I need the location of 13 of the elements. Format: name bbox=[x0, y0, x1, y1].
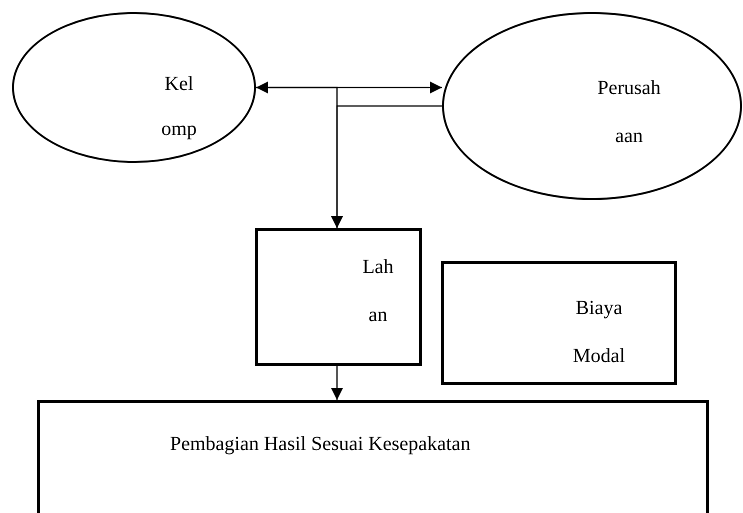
ellipse-node bbox=[442, 12, 742, 200]
node-text: Lah an bbox=[361, 255, 395, 328]
process-box bbox=[37, 400, 709, 513]
node-text: Biaya Modal bbox=[572, 296, 626, 369]
node-text: Pembagian Hasil Sesuai Kesepakatan bbox=[170, 432, 470, 457]
process-box bbox=[441, 261, 677, 385]
ellipse-node bbox=[12, 12, 256, 163]
process-box bbox=[255, 228, 422, 366]
node-text: Perusah aan bbox=[596, 76, 662, 149]
arrow bbox=[331, 366, 343, 400]
arrow bbox=[331, 105, 442, 228]
node-text: Kel omp bbox=[160, 72, 198, 142]
arrow bbox=[256, 82, 442, 94]
